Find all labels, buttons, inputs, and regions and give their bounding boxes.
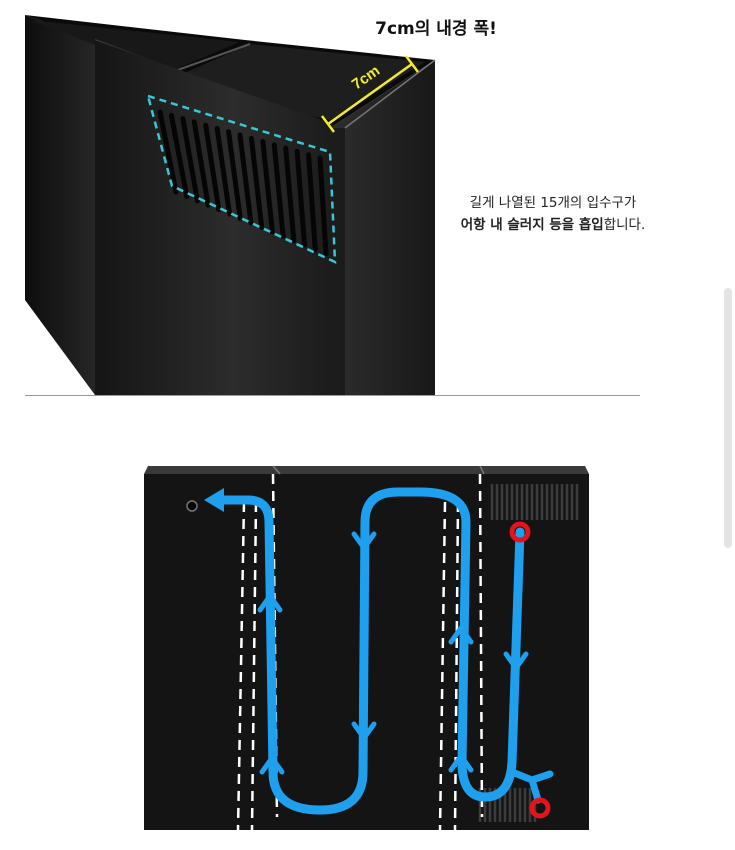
description-line-2: 어항 내 슬러지 등을 흡입합니다. [418,214,688,236]
intake-slot-grille [157,109,329,257]
description-rest: 합니다. [603,217,646,233]
intake-slot [283,145,297,244]
intake-description: 길게 나열된 15개의 입수구가 어항 내 슬러지 등을 흡입합니다. [418,192,688,236]
intake-slot [294,148,308,248]
intake-slot [317,155,329,257]
sump-left-wall [25,15,95,395]
flow-arrow-icon [257,531,529,775]
slot-highlight-outline [146,94,337,265]
intake-slot [237,132,254,226]
intake-slot [214,125,233,217]
intake-slot [226,129,243,222]
intake-slot [168,112,190,199]
description-line-1: 길게 나열된 15개의 입수구가 [469,195,637,211]
flow-path [213,487,525,815]
flow-branch [508,768,554,804]
intake-slot [271,142,286,239]
intake-slot [203,122,222,213]
section-divider [25,395,640,396]
water-flow-diagram [144,465,589,831]
sump-front-face [95,40,345,395]
intake-slot [248,135,265,230]
flow-arrow-icon [204,488,224,512]
inlet-marker-icon [509,521,551,819]
intake-slot [180,116,200,204]
sump-right-face [330,60,435,395]
baffle-lines [236,473,484,831]
intake-slot [306,152,318,253]
description-bold: 어항 내 슬러지 등을 흡입 [460,217,604,233]
intake-slot [260,139,275,235]
sump-closeup-photo: 7cm [25,15,436,395]
top-right-grille [490,484,579,520]
intake-slot [157,109,179,195]
intake-slot [191,119,211,208]
scrollbar[interactable] [724,288,732,548]
headline: 7cm의 내경 폭! [375,19,497,39]
outlet-hole-icon [186,500,198,512]
